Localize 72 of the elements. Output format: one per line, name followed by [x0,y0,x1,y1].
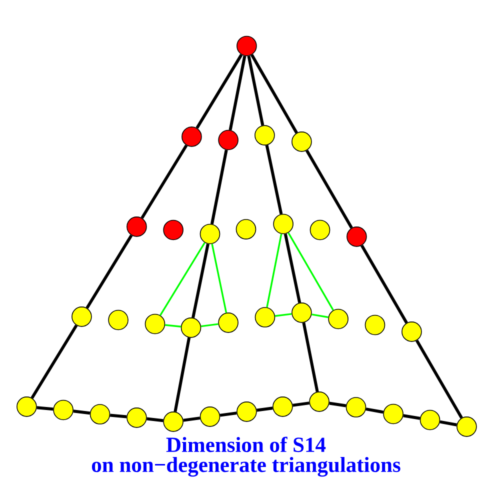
vertex-dot [72,306,92,327]
vertex-dot [272,396,293,417]
connector-line [228,56,246,130]
vertex-dot [16,396,37,417]
connector-line [86,234,133,309]
connector-line [110,414,127,418]
vertex-dot [309,392,330,412]
vertex-dot [346,397,366,418]
caption: Dimension of S14 on non−degenerate triangulations [92,436,400,477]
connector-line [250,54,298,134]
connector-line [265,144,283,214]
vertex-dot [402,322,422,342]
connector-line [366,408,384,414]
connector-line [73,410,90,415]
vertex-dot [456,416,477,437]
connector-line [36,406,54,411]
vertex-dot [364,314,386,336]
vertex-dot [200,406,220,427]
connector-line [360,244,408,324]
connector-line [292,402,310,407]
vertex-dot [420,410,440,430]
vertex-dot [218,312,238,333]
vertex-dot [310,220,330,240]
connector-line [192,244,210,318]
connector-line [30,324,78,399]
connector-line [302,322,319,392]
connector-line [329,402,346,408]
vertex-dot [163,220,184,240]
connector-line [146,417,164,422]
connector-line [440,420,457,426]
connector-line [256,406,273,412]
vertex-dot [292,302,312,323]
vertex-dot [236,402,257,422]
vertex-dot [200,224,220,244]
vertex-dot [383,404,404,424]
connector-line [266,234,282,308]
connector-line [312,314,328,318]
connector-line [140,144,188,219]
connector-line [284,234,302,304]
vertex-dot [218,130,238,150]
vertex-dot [163,412,184,432]
connector-line [183,416,200,422]
connector-line [160,242,206,316]
vertex-dot [90,404,110,424]
vertex-dot [53,400,74,420]
connector-line [220,412,237,417]
vertex-dot [328,308,348,330]
connector-line [210,150,228,224]
vertex-dot [108,310,128,330]
connector-line [274,313,292,317]
connector-line [196,54,243,129]
vertex-dot [182,126,202,147]
vertex-dot [180,318,202,338]
vertex-dot [236,219,256,240]
connector-line [174,337,191,412]
vertex-dot [126,216,147,237]
connector-line [165,324,181,328]
connector-line [200,323,218,328]
connector-line [211,244,228,313]
connector-line [416,340,463,419]
connector-line [247,56,264,126]
vertex-dot [126,408,147,428]
connector-line [305,150,353,229]
vertex-dot [236,36,257,56]
vertex-dot [273,214,294,234]
vertex-dot [144,314,166,334]
vertex-dot [292,132,312,152]
vertex-dot [254,125,275,146]
connector-line [403,414,420,420]
vertex-dot [254,307,276,328]
vertex-dot [346,226,367,247]
connector-line [288,232,334,311]
